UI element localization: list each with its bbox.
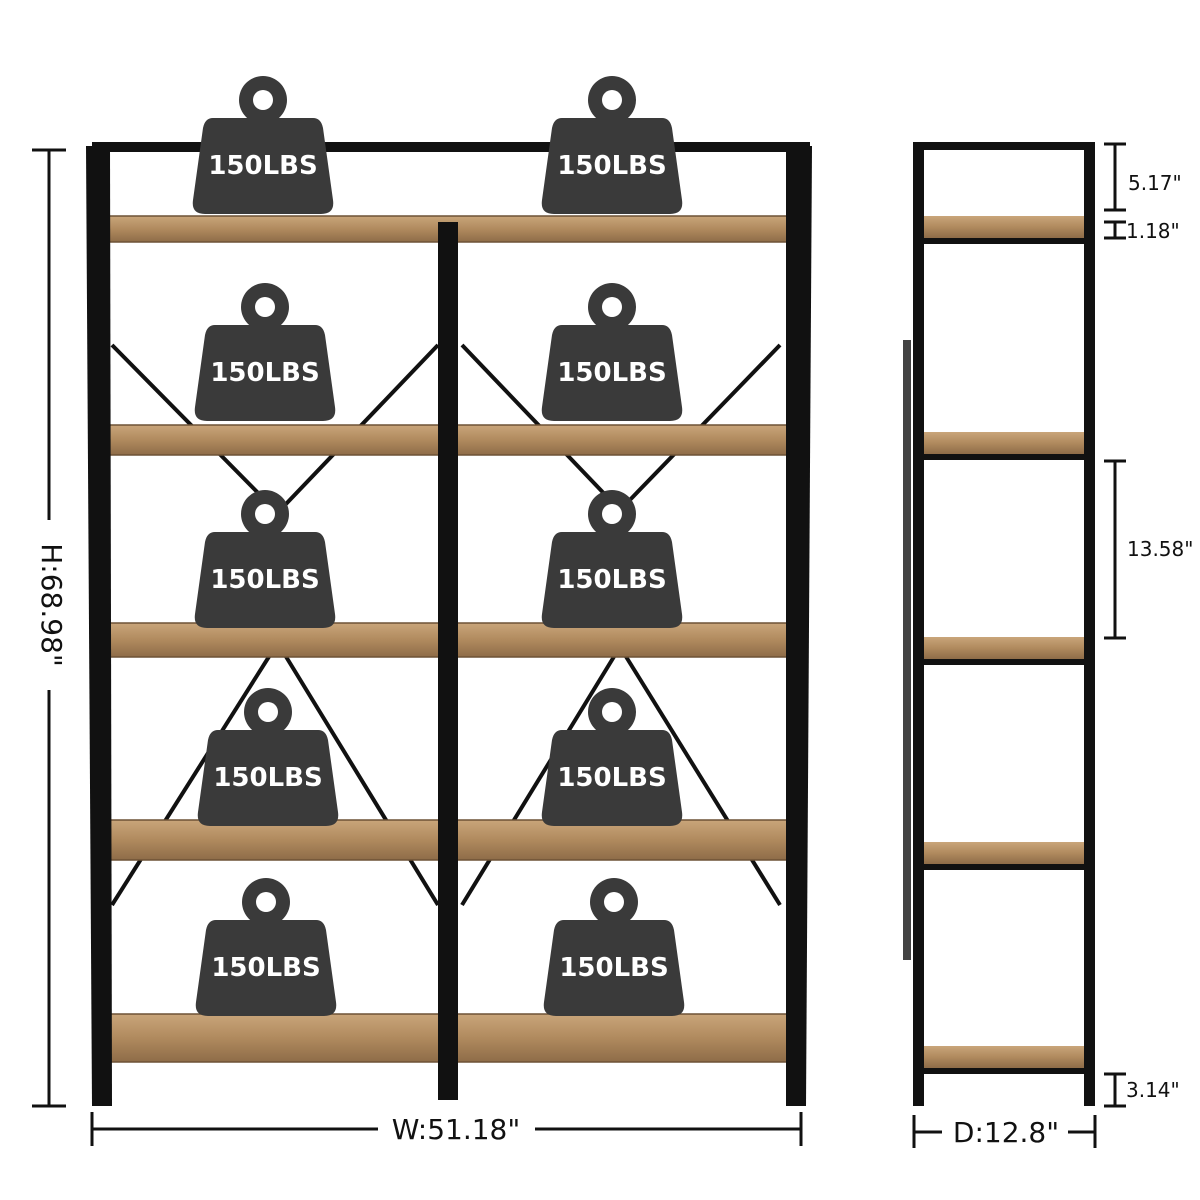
- side-shelves: [922, 216, 1086, 1074]
- weight-icon: 150LBS: [541, 283, 683, 421]
- height-label: H:68.98": [35, 543, 68, 667]
- top-frame-bar: [92, 142, 810, 152]
- side-shelf-5-rail: [922, 1068, 1086, 1074]
- side-shelf-5: [922, 1046, 1086, 1068]
- weight-label: 150LBS: [208, 151, 317, 181]
- weight-label: 150LBS: [557, 151, 666, 181]
- side-shelf-4: [922, 842, 1086, 864]
- front-view: 150LBS 150LBS 150LBS 150LBS 150LBS 150LB…: [86, 76, 812, 1106]
- side-shelf-1: [922, 216, 1086, 238]
- top-gap-label: 5.17": [1128, 171, 1182, 195]
- weight-label: 150LBS: [559, 953, 668, 983]
- foot-clearance-label: 3.14": [1126, 1078, 1180, 1102]
- weights: 150LBS 150LBS 150LBS 150LBS 150LBS 150LB…: [192, 76, 685, 1016]
- side-shelf-4-rail: [922, 864, 1086, 870]
- side-back-bracket: [903, 340, 911, 960]
- weight-icon: 150LBS: [192, 76, 334, 214]
- width-label: W:51.18": [392, 1113, 521, 1146]
- left-post: [86, 146, 112, 1106]
- front-posts: [86, 146, 812, 1106]
- cross-braces: [110, 343, 782, 907]
- weight-icon: 150LBS: [197, 688, 339, 826]
- shelf-spacing-label: 13.58": [1127, 537, 1193, 561]
- weight-label: 150LBS: [557, 358, 666, 388]
- side-shelf-2: [922, 432, 1086, 454]
- weight-icon: 150LBS: [194, 490, 336, 628]
- side-back-post: [1084, 142, 1095, 1106]
- side-shelf-3: [922, 637, 1086, 659]
- weight-label: 150LBS: [211, 953, 320, 983]
- weight-label: 150LBS: [557, 565, 666, 595]
- weight-label: 150LBS: [213, 763, 322, 793]
- weight-label: 150LBS: [210, 565, 319, 595]
- side-shelf-3-rail: [922, 659, 1086, 665]
- weight-icon: 150LBS: [194, 283, 336, 421]
- shelf-thickness-label: 1.18": [1126, 219, 1180, 243]
- weight-icon: 150LBS: [541, 76, 683, 214]
- weight-icon: 150LBS: [541, 490, 683, 628]
- side-shelf-1-rail: [922, 238, 1086, 244]
- side-dimension-lines: [912, 142, 1126, 1148]
- weight-label: 150LBS: [557, 763, 666, 793]
- right-post: [786, 146, 812, 1106]
- weight-icon: 150LBS: [543, 878, 685, 1016]
- side-view: [903, 142, 1095, 1106]
- weight-icon: 150LBS: [541, 688, 683, 826]
- side-front-post: [913, 142, 924, 1106]
- weight-icon: 150LBS: [195, 878, 337, 1016]
- weight-label: 150LBS: [210, 358, 319, 388]
- center-post: [438, 222, 458, 1100]
- side-shelf-2-rail: [922, 454, 1086, 460]
- side-top-bar: [913, 142, 1095, 150]
- depth-label: D:12.8": [953, 1116, 1059, 1149]
- height-dimension: [32, 148, 66, 1108]
- width-dimension: [90, 1112, 803, 1146]
